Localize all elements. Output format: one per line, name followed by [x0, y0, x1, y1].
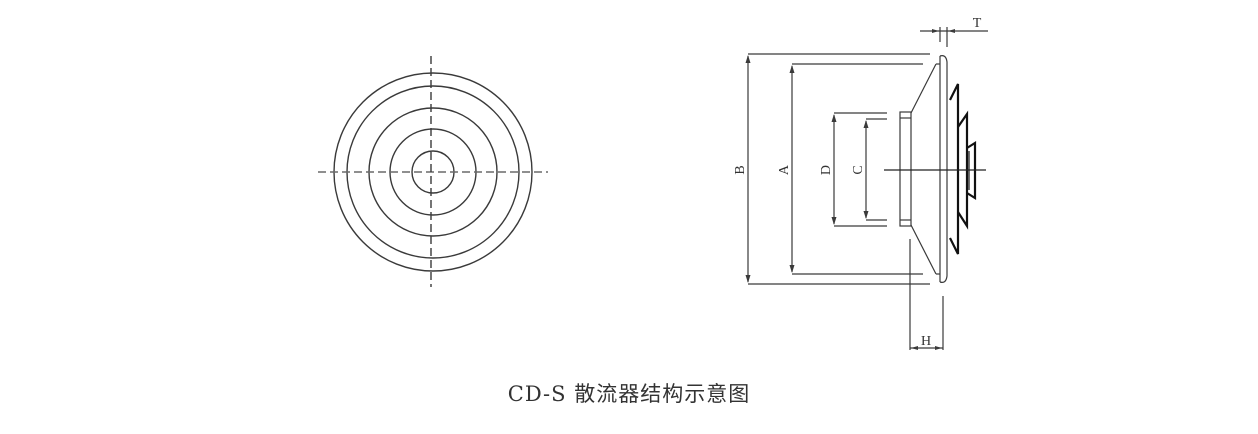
- label-B: B: [733, 165, 748, 174]
- inlet-neck: [899, 111, 912, 227]
- label-H: H: [921, 334, 931, 349]
- dimension-C: [863, 118, 887, 221]
- dimension-A: [789, 63, 923, 275]
- front-view: [318, 56, 548, 287]
- label-A: A: [777, 164, 792, 175]
- dimension-H: [909, 239, 944, 350]
- dimension-T: [920, 27, 988, 47]
- side-view: [745, 27, 988, 350]
- cone-body: [910, 63, 940, 275]
- diagram-caption: CD-S 散流器结构示意图: [507, 382, 751, 406]
- diffuser-steps: [949, 83, 977, 255]
- label-D: D: [819, 165, 834, 175]
- dimension-D: [831, 112, 887, 227]
- face-plate: [939, 55, 948, 283]
- dimension-B: [745, 53, 930, 285]
- label-C: C: [851, 165, 866, 174]
- step-outer: [949, 83, 960, 255]
- label-T: T: [973, 16, 982, 31]
